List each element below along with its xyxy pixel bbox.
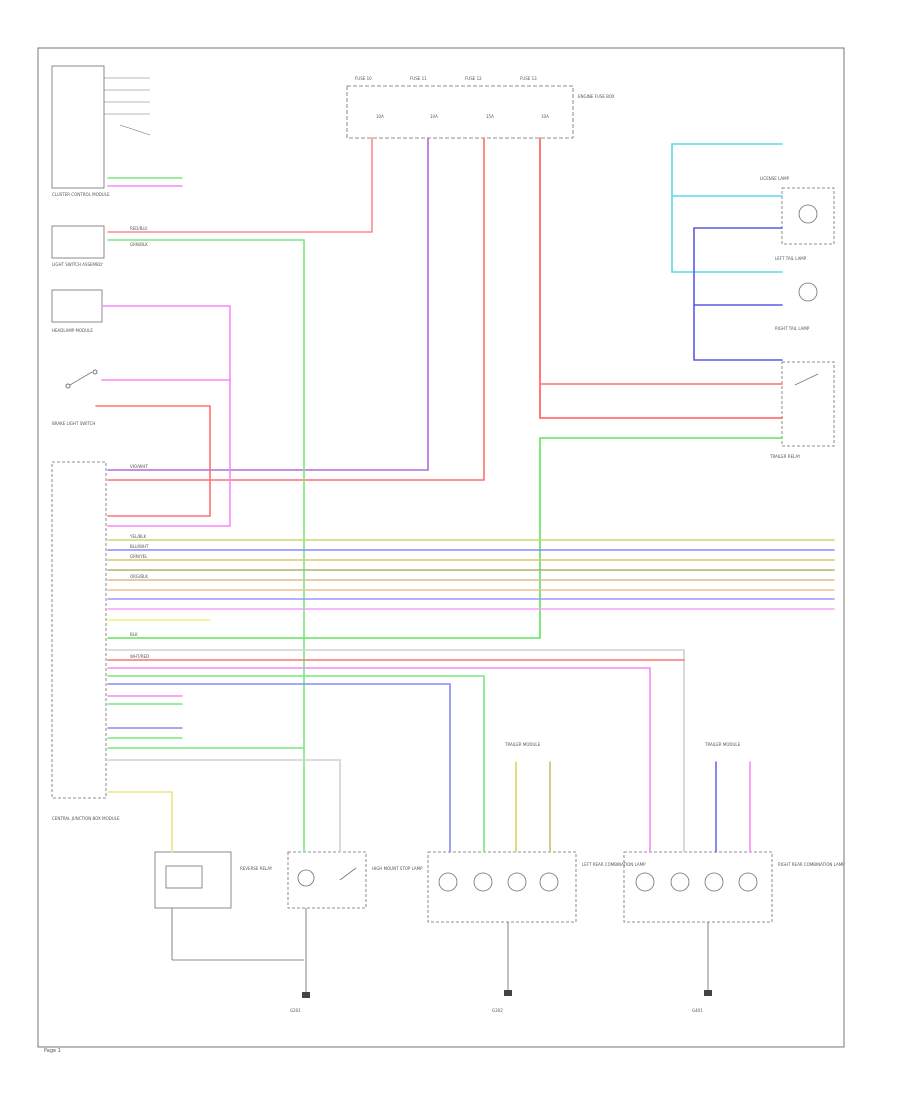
wire-green-left xyxy=(107,675,485,853)
wire-label-8: WHT/RED xyxy=(130,654,149,659)
reverse-relay: REVERSE RELAY xyxy=(154,851,273,909)
wire-violet xyxy=(107,137,429,471)
wire-red-brake xyxy=(95,405,211,517)
wire-yellow-relay xyxy=(107,791,173,853)
right-rear-combo-label: RIGHT REAR COMBINATION LAMP xyxy=(778,862,845,867)
light-switch-label: LIGHT SWITCH ASSEMBLY xyxy=(52,262,103,267)
wire-gray-bottom xyxy=(107,759,341,853)
brake-switch-label: BRAKE LIGHT SWITCH xyxy=(52,421,95,426)
left-rear-combo-label: LEFT REAR COMBINATION LAMP xyxy=(582,862,646,867)
cluster-control-label: CLUSTER CONTROL MODULE xyxy=(52,192,110,197)
light-switch-assembly: LIGHT SWITCH ASSEMBLY xyxy=(51,225,105,267)
wire-label-7: ORG/BLK xyxy=(130,574,148,579)
wire-red-3 xyxy=(539,137,783,419)
fuse-box-label: ENGINE FUSE BOX xyxy=(578,94,615,99)
wire-green-1 xyxy=(107,239,305,853)
trailer-module-label-left: TRAILER MODULE xyxy=(504,742,541,747)
engine-fuse-box: FUSE 10 FUSE 11 FUSE 12 FUSE 13 10A 10A … xyxy=(346,76,615,139)
wire-label-group: RED/BLU GRN/BLK VIO/WHT YEL/BLK BLU/WHT … xyxy=(129,226,149,659)
right-rear-combination-lamp: RIGHT REAR COMBINATION LAMP xyxy=(623,851,845,923)
headlamp-module: HEADLAMP MODULE xyxy=(51,289,103,333)
fuse-1-rating: 10A xyxy=(376,114,384,119)
wire-label-4: YEL/BLK xyxy=(129,534,147,539)
wire-label-3: VIO/WHT xyxy=(130,464,148,469)
wire-pink-right xyxy=(107,667,651,853)
wire-label-6: GRN/YEL xyxy=(130,554,148,559)
fuse-3-rating: 15A xyxy=(486,114,494,119)
ground-2-label: G302 xyxy=(492,1008,503,1013)
page-ref: Page 1 xyxy=(44,1048,61,1054)
diagram-frame xyxy=(37,47,845,1048)
grounds: G201 G302 G401 xyxy=(171,908,712,1013)
ground-1-label: G201 xyxy=(290,1008,301,1013)
trailer-relay: TRAILER RELAY xyxy=(769,361,835,459)
central-module-label: CENTRAL JUNCTION BOX MODULE xyxy=(52,816,120,821)
central-junction-box: CENTRAL JUNCTION BOX MODULE xyxy=(51,461,120,821)
wire-blue xyxy=(693,227,783,361)
wire-label-5: BLU/WHT xyxy=(130,544,149,549)
left-rear-combination-lamp: LEFT REAR COMBINATION LAMP xyxy=(427,851,646,923)
headlamp-module-label: HEADLAMP MODULE xyxy=(52,328,93,333)
fuse-2-rating: 10A xyxy=(430,114,438,119)
right-tail-lamp: RIGHT TAIL LAMP xyxy=(775,326,810,331)
wire-label-2: GRN/BLK xyxy=(130,242,148,247)
wire-green-2 xyxy=(107,437,783,639)
license-lamp: LICENSE LAMP xyxy=(760,176,835,245)
wire-label-1: RED/BLU xyxy=(130,226,148,231)
wire-pink-1 xyxy=(101,305,231,527)
wire-gray-right xyxy=(107,649,685,853)
wire-red-1 xyxy=(107,137,373,233)
cluster-control-module: CLUSTER CONTROL MODULE xyxy=(51,65,151,197)
reverse-relay-label: REVERSE RELAY xyxy=(240,866,273,871)
high-mount-label: HIGH MOUNT STOP LAMP xyxy=(372,866,423,871)
wire-label-9: BLK xyxy=(130,632,138,637)
wires xyxy=(95,137,835,853)
fuse-2-label: FUSE 11 xyxy=(410,76,427,81)
fuse-4-label: FUSE 13 xyxy=(520,76,537,81)
high-mount-stop-lamp: HIGH MOUNT STOP LAMP xyxy=(287,851,423,909)
fuse-3-label: FUSE 12 xyxy=(465,76,482,81)
left-tail-lamp-label: LEFT TAIL LAMP xyxy=(775,256,807,261)
brake-light-switch: BRAKE LIGHT SWITCH xyxy=(52,369,98,426)
trailer-relay-label: TRAILER RELAY xyxy=(769,454,801,459)
left-tail-lamp: LEFT TAIL LAMP xyxy=(775,256,818,302)
trailer-module-label-right: TRAILER MODULE xyxy=(704,742,741,747)
fuse-1-label: FUSE 10 xyxy=(355,76,372,81)
wire-red-2 xyxy=(107,137,485,481)
fuse-4-rating: 10A xyxy=(541,114,549,119)
ground-3-label: G401 xyxy=(692,1008,703,1013)
wire-cyan xyxy=(671,143,783,273)
wire-blue-left xyxy=(107,683,451,853)
trailer-module-splices: TRAILER MODULE TRAILER MODULE xyxy=(504,742,741,747)
right-tail-lamp-label: RIGHT TAIL LAMP xyxy=(775,326,810,331)
license-lamp-label: LICENSE LAMP xyxy=(760,176,790,181)
